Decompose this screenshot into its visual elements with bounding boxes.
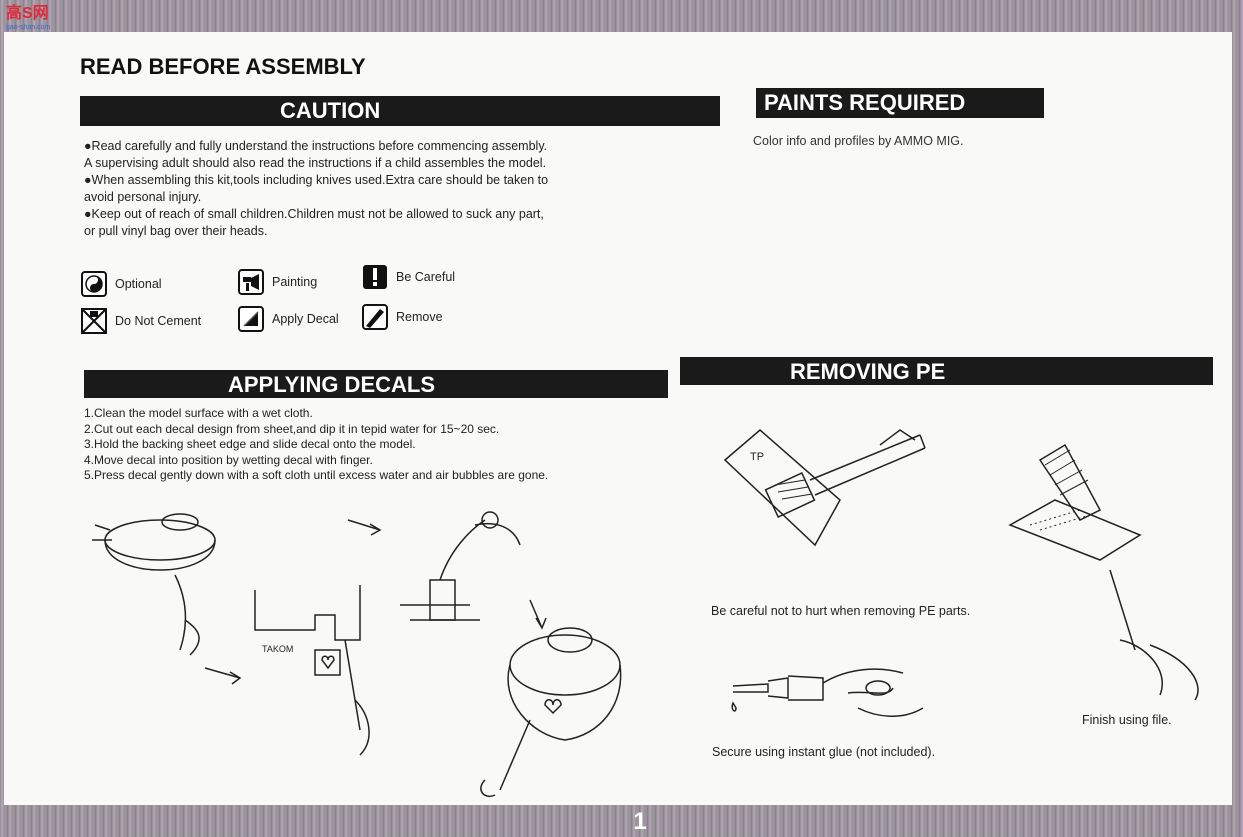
caution-line: A supervising adult should also read the…	[84, 156, 547, 170]
legend-do-not-cement: Do Not Cement	[81, 308, 201, 334]
glue-caption: Secure using instant glue (not included)…	[712, 745, 936, 759]
decal-sheet-label: TAKOM	[262, 644, 293, 654]
legend-be-careful-label: Be Careful	[396, 270, 456, 284]
caution-heading: CAUTION	[280, 98, 381, 123]
site-logo-url: gao-shan.com	[6, 24, 51, 31]
caution-line: avoid personal injury.	[84, 190, 202, 204]
pe-sheet-label: TP	[750, 451, 764, 463]
arrow	[529, 599, 547, 630]
decal-steps-list: 1.Clean the model surface with a wet clo…	[84, 406, 644, 484]
decal-sheet-sketch: TAKOM	[254, 585, 370, 756]
caution-line: ●When assembling this kit,tools includin…	[84, 173, 549, 187]
pe-file-illustration	[1008, 443, 1199, 700]
arrow	[347, 519, 382, 536]
turret-wetting-sketch	[92, 513, 216, 656]
legend-optional: Optional	[81, 271, 162, 297]
arrow	[204, 667, 242, 685]
be-careful-icon	[363, 265, 387, 289]
site-logo-glyph: 高S网	[6, 5, 49, 22]
decals-heading: APPLYING DECALS	[228, 372, 436, 397]
legend-painting: Painting	[238, 269, 317, 295]
paints-heading-bar: PAINTS REQUIRED	[756, 88, 1044, 118]
paints-note: Color info and profiles by AMMO MIG.	[753, 134, 964, 148]
caution-heading-bar: CAUTION	[80, 96, 720, 126]
optional-icon	[81, 271, 107, 297]
apply-decal-icon	[238, 306, 264, 332]
file-caption: Finish using file.	[1082, 713, 1172, 727]
caution-text: ●Read carefully and fully understand the…	[84, 138, 624, 240]
instruction-page	[4, 32, 1232, 805]
water-dip-sketch	[400, 511, 521, 621]
decal-step: 3.Hold the backing sheet edge and slide …	[84, 437, 416, 451]
legend-painting-label: Painting	[272, 275, 318, 289]
legend-apply-decal: Apply Decal	[238, 306, 339, 332]
legend-remove-label: Remove	[396, 310, 443, 324]
decal-step: 2.Cut out each decal design from sheet,a…	[84, 421, 500, 436]
paints-heading: PAINTS REQUIRED	[764, 90, 966, 115]
legend-do-not-cement-label: Do Not Cement	[115, 314, 202, 328]
legend-apply-decal-label: Apply Decal	[272, 312, 339, 326]
page-number: 1	[633, 808, 647, 835]
caution-line: ●Keep out of reach of small children.Chi…	[84, 207, 544, 221]
legend-remove: Remove	[362, 304, 443, 330]
decal-step: 1.Clean the model surface with a wet clo…	[84, 406, 313, 420]
site-logo: 高S网 gao-shan.com	[6, 6, 70, 32]
legend-optional-label: Optional	[115, 277, 162, 291]
removing-heading: REMOVING PE	[790, 359, 946, 384]
glue-illustration	[731, 668, 924, 717]
painting-icon	[238, 269, 264, 295]
decal-illustration: TAKOM	[92, 511, 622, 797]
pe-cutting-illustration: TP	[723, 429, 926, 547]
page-title: READ BEFORE ASSEMBLY	[80, 54, 366, 79]
caution-line: ●Read carefully and fully understand the…	[84, 139, 548, 153]
turret-decal-press-sketch	[480, 627, 622, 797]
do-not-cement-icon	[81, 308, 107, 334]
legend-be-careful: Be Careful	[362, 264, 455, 290]
decal-step: 4.Move decal into position by wetting de…	[84, 452, 373, 467]
careful-caption: Be careful not to hurt when removing PE …	[711, 604, 971, 618]
decals-heading-bar: APPLYING DECALS	[84, 370, 668, 398]
caution-line: or pull vinyl bag over their heads.	[84, 224, 268, 238]
decal-step: 5.Press decal gently down with a soft cl…	[84, 468, 549, 482]
remove-icon	[362, 304, 388, 330]
removing-heading-bar: REMOVING PE	[680, 357, 1213, 385]
